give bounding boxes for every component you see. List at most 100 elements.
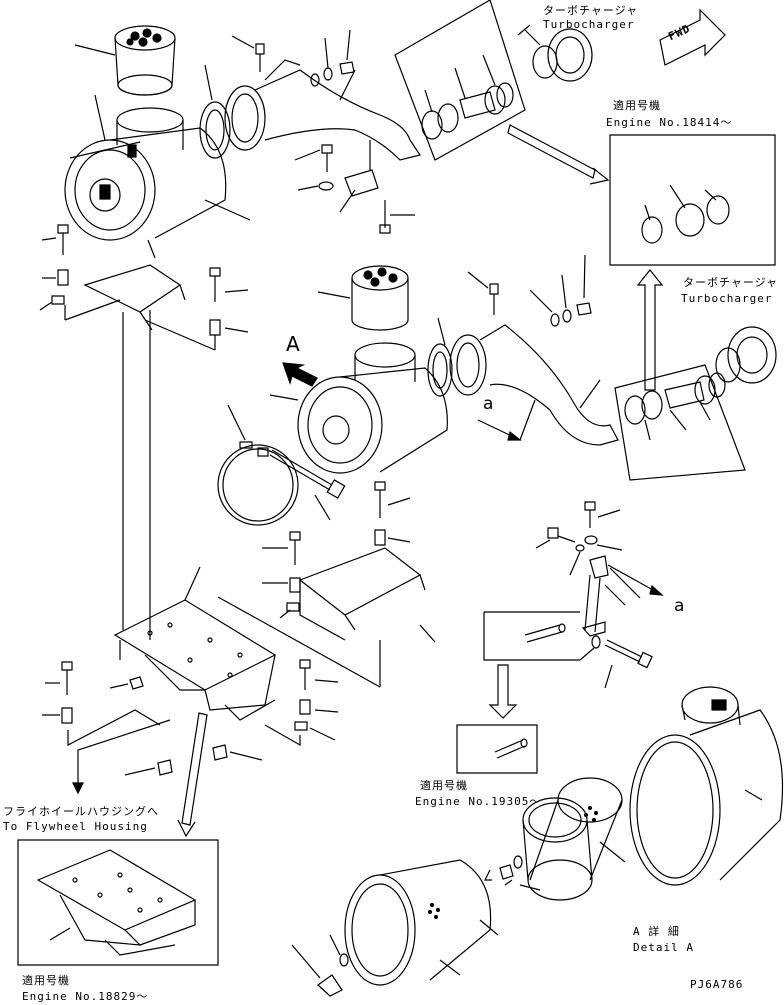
leader-line	[570, 552, 580, 575]
washer-mid	[551, 314, 559, 326]
bolt-mid-top	[319, 145, 333, 190]
marker-a-left-label: a	[483, 394, 495, 414]
arrow-to-detail-18829	[178, 713, 207, 836]
leader-line	[315, 710, 338, 712]
leader-line	[440, 960, 460, 975]
leader-line	[75, 45, 115, 55]
bolt-vertical-top	[380, 200, 390, 233]
support-bracket-mid	[300, 548, 425, 640]
filter-element-inner	[523, 798, 592, 900]
leader-line	[597, 545, 622, 550]
intake-pipe-top	[255, 60, 420, 160]
nut-lower	[158, 760, 172, 775]
air-cleaner-body-mid	[298, 343, 447, 473]
bolt-left-1	[58, 225, 68, 255]
leader-line	[280, 610, 290, 618]
leader-line	[438, 318, 445, 345]
bolt-mid-lower-2	[290, 532, 300, 565]
nut-lower-2	[213, 745, 227, 760]
bolt-mid-lower-1	[375, 482, 385, 518]
leader-line	[95, 95, 105, 140]
air-cleaner-cap-mid	[352, 266, 408, 330]
bracket-detail-18829	[38, 850, 195, 955]
leader-line	[218, 597, 380, 687]
leader-line	[145, 320, 215, 350]
washer-detail	[514, 856, 522, 868]
arrow-up-turbo-mid	[638, 270, 662, 390]
turbo-kit-box-mid	[615, 365, 745, 480]
flywheel-label-jp: フライホイールハウジングへ	[3, 805, 159, 818]
view-a-arrow	[283, 363, 317, 386]
flywheel-label-en: To Flywheel Housing	[3, 820, 148, 833]
spacer-left-1	[58, 270, 68, 285]
leader-line	[745, 790, 762, 800]
applic-label-jp-18414: 適用号機	[613, 99, 661, 112]
leader-line	[340, 190, 355, 212]
leader-line	[110, 684, 128, 688]
bracket-top	[345, 140, 378, 196]
bracket-right	[583, 556, 608, 636]
detail-box-18414	[610, 135, 775, 265]
leader-line	[125, 768, 155, 775]
turbocharger-top	[518, 25, 592, 81]
turbo-label-en-mid: Turbocharger	[681, 292, 773, 305]
leader-line	[315, 680, 338, 682]
leader-line	[315, 495, 330, 520]
leader-line	[318, 292, 350, 298]
marker-a-arrow-left	[478, 400, 535, 440]
detail-box-18829	[18, 840, 218, 965]
bolt-right-3	[605, 640, 652, 668]
spacer-mid-lower-2	[290, 578, 300, 592]
marker-a-arrow-right	[608, 565, 662, 595]
leader-line	[580, 648, 594, 660]
air-cleaner-cap-top	[115, 26, 175, 95]
spacer-left-2	[210, 320, 220, 335]
wing-nut-detail	[318, 954, 348, 996]
clamp-set-18414	[642, 185, 729, 243]
engine-no-19305: Engine No.19305〜	[415, 795, 542, 808]
bolt-right-1	[585, 502, 595, 528]
air-cleaner-body-top	[65, 108, 226, 240]
washer-top	[311, 74, 319, 86]
leader-line	[536, 540, 550, 548]
marker-A-label: A	[286, 332, 301, 356]
spacer-mid-lower	[375, 530, 385, 545]
bolt-mid	[490, 284, 498, 315]
spacer-right-lower	[300, 700, 310, 714]
washer-right-3	[592, 636, 600, 648]
bolt-left-3	[62, 662, 72, 695]
turbocharger-mid	[716, 327, 776, 383]
leader-line	[330, 935, 340, 955]
engine-no-18414: Engine No.18414〜	[606, 116, 733, 129]
engine-no-18829: Engine No.18829〜	[22, 990, 149, 1003]
washer-right-2	[576, 545, 584, 551]
leader-line	[185, 567, 200, 600]
leader-line	[605, 665, 612, 688]
bolt-right-2	[548, 528, 575, 542]
leader-line	[225, 328, 248, 332]
leader-line	[298, 186, 318, 190]
clip-right-lower	[295, 722, 307, 730]
applic-label-jp-19305: 適用号機	[420, 779, 468, 792]
clip-detail	[485, 870, 492, 880]
gasket-top	[200, 86, 265, 158]
leader-line	[580, 380, 600, 408]
nut-mid	[577, 303, 591, 315]
gasket-mid	[428, 335, 486, 396]
leader-line	[205, 200, 250, 220]
leader-line	[50, 928, 70, 940]
air-cleaner-housing-detail	[630, 687, 783, 885]
leader-line	[480, 920, 498, 935]
leader-line	[468, 272, 488, 288]
leader-line	[388, 498, 410, 505]
arrow-down-19305	[490, 665, 516, 718]
leader-line	[40, 302, 52, 310]
nut-top	[340, 62, 354, 74]
drawing-code: PJ6A786	[690, 978, 744, 991]
leader-line	[230, 752, 262, 760]
detail-box-19305	[457, 725, 537, 773]
leader-line	[388, 538, 410, 542]
leader-line	[562, 275, 566, 308]
leader-line	[292, 945, 320, 978]
